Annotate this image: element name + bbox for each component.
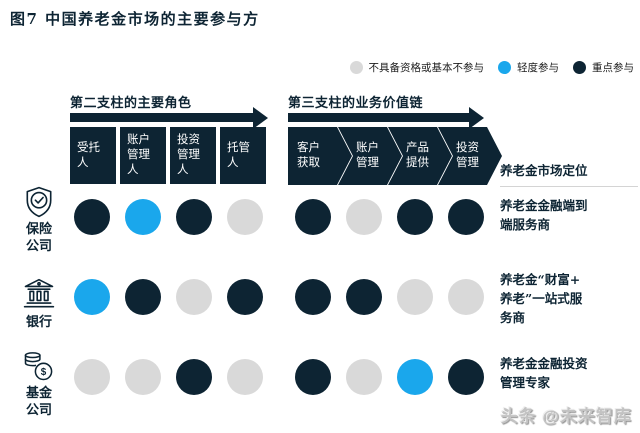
pillar3-header: 第三支柱的业务价值链 xyxy=(288,96,424,111)
group-gap xyxy=(278,279,280,315)
participation-dot-key xyxy=(448,359,484,395)
legend-item: 轻度参与 xyxy=(498,60,559,75)
participation-dot-none xyxy=(74,359,110,395)
pillar2-columns: 受托 人账户 管理 人投资 管理 人托管 人 xyxy=(70,127,266,184)
participation-dot-key xyxy=(346,279,382,315)
pillar3-chevron: 客户 获取 xyxy=(288,127,352,185)
entity-block: 保险 公司 xyxy=(12,184,66,256)
positioning-text: 养老金“财富+ 养老”一站式服 务商 xyxy=(500,272,583,325)
pillar3-chevrons: 客户 获取账户 管理产品 提供投资 管理 xyxy=(288,127,508,185)
participation-dot-none xyxy=(227,199,263,235)
participation-dot-light xyxy=(74,279,110,315)
pillar2-column: 托管 人 xyxy=(220,127,266,184)
pillar2-column: 账户 管理 人 xyxy=(120,127,166,184)
participation-dot-key xyxy=(448,199,484,235)
positioning-text: 养老金金融端到 端服务商 xyxy=(500,198,588,232)
entity-block: 银行 xyxy=(12,277,66,332)
positioning-text: 养老金金融投资 管理专家 xyxy=(500,356,588,390)
participation-row xyxy=(74,359,484,395)
participation-row xyxy=(74,279,484,315)
participation-dot-key xyxy=(397,199,433,235)
legend-dot-icon xyxy=(573,61,586,74)
entity-label: 保险 公司 xyxy=(25,222,52,254)
legend-label: 重点参与 xyxy=(592,62,634,74)
legend-dot-icon xyxy=(349,61,363,74)
participation-dot-none xyxy=(176,279,212,315)
legend-label: 轻度参与 xyxy=(517,62,559,74)
participation-dot-key xyxy=(176,199,212,235)
group-gap xyxy=(278,199,280,235)
pillar2-column: 受托 人 xyxy=(70,127,116,184)
watermark: 头条 @未来智库 xyxy=(500,407,632,426)
entity-label: 银行 xyxy=(25,315,52,330)
positioning-header: 养老金市场定位 xyxy=(500,160,638,187)
pillar2-arrow xyxy=(70,106,268,129)
legend-item: 重点参与 xyxy=(573,60,634,75)
participation-dot-key xyxy=(176,359,212,395)
participation-dot-none xyxy=(346,359,382,395)
entity-block: $ 基金 公司 xyxy=(12,348,66,420)
participation-dot-none xyxy=(448,279,484,315)
shield-check-icon xyxy=(21,184,57,220)
participation-dot-none xyxy=(346,199,382,235)
participation-dot-none xyxy=(125,359,161,395)
arrow-head-icon xyxy=(253,106,268,129)
legend-item: 不具备资格或基本不参与 xyxy=(349,60,485,75)
participation-dot-none xyxy=(227,359,263,395)
participation-dot-key xyxy=(74,199,110,235)
bank-icon xyxy=(21,277,57,313)
participation-dot-key xyxy=(295,279,331,315)
legend-label: 不具备资格或基本不参与 xyxy=(368,62,485,74)
participation-dot-key xyxy=(227,279,263,315)
arrow-head-icon xyxy=(469,106,484,129)
participation-dot-key xyxy=(125,279,161,315)
legend-dot-icon xyxy=(498,61,511,74)
participation-dot-key xyxy=(295,359,331,395)
participation-dot-light xyxy=(397,359,433,395)
pillar2-header: 第二支柱的主要角色 xyxy=(70,96,192,111)
participation-legend: 不具备资格或基本不参与 轻度参与 重点参与 xyxy=(349,60,634,75)
svg-text:$: $ xyxy=(41,367,47,378)
participation-dot-key xyxy=(295,199,331,235)
pillar3-arrow xyxy=(288,106,484,129)
coins-icon: $ xyxy=(21,348,57,384)
participation-row xyxy=(74,199,484,235)
participation-dot-none xyxy=(397,279,433,315)
group-gap xyxy=(278,359,280,395)
figure-title: 图7 中国养老金市场的主要参与方 xyxy=(10,10,260,28)
pillar2-column: 投资 管理 人 xyxy=(170,127,216,184)
entity-label: 基金 公司 xyxy=(25,386,52,418)
participation-dot-light xyxy=(125,199,161,235)
